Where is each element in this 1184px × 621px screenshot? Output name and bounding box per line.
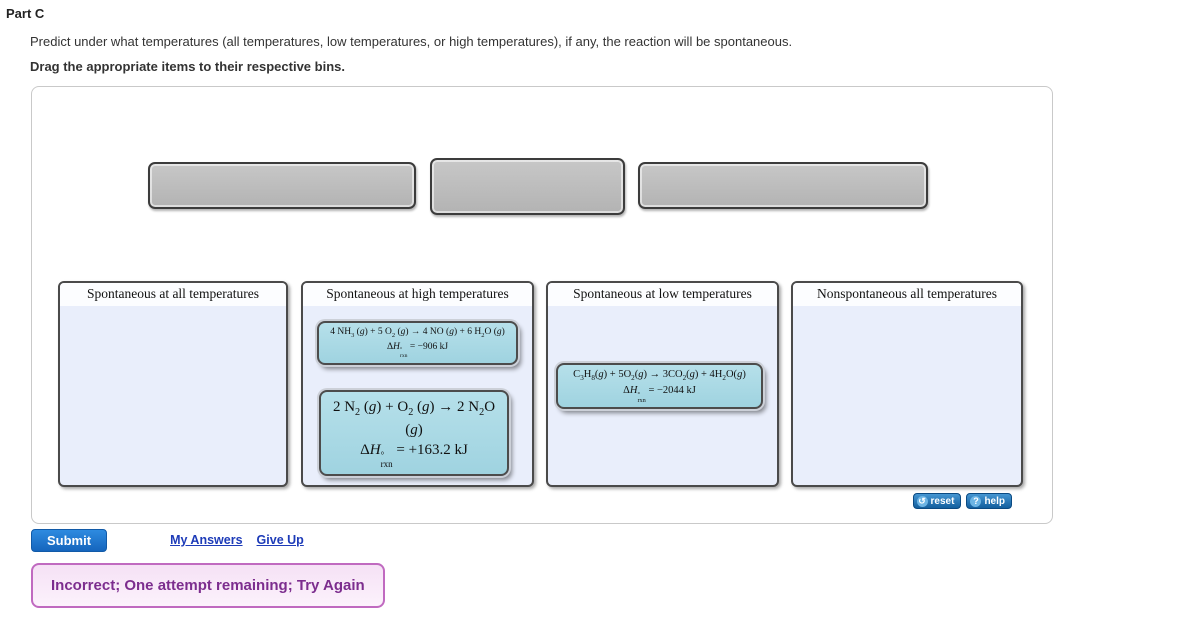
bin-drop-area[interactable]: C3H8(g) + 5O2(g) → 3CO2(g) + 4H2O(g) ΔH°… [548,306,777,485]
bin-label: Spontaneous at low temperatures [548,283,777,306]
bin-spontaneous-all-temperatures[interactable]: Spontaneous at all temperatures [58,281,288,487]
reset-icon: ↺ [916,495,928,507]
bin-spontaneous-low-temperatures[interactable]: Spontaneous at low temperatures C3H8(g) … [546,281,779,487]
my-answers-link[interactable]: My Answers [170,533,243,547]
reset-button[interactable]: ↺ reset [912,493,962,509]
bin-drop-area[interactable] [793,306,1021,485]
drag-item-empty-3[interactable] [638,162,928,209]
bin-nonspontaneous-all-temperatures[interactable]: Nonspontaneous all temperatures [791,281,1023,487]
equation-line: 4 NH3 (g) + 5 O2 (g) → 4 NO (g) + 6 H2O … [330,327,505,339]
drag-item-equation-nh3[interactable]: 4 NH3 (g) + 5 O2 (g) → 4 NO (g) + 6 H2O … [317,321,518,365]
give-up-link[interactable]: Give Up [256,533,304,547]
help-icon: ? [970,495,982,507]
drag-item-empty-1[interactable] [148,162,416,209]
reset-label: reset [930,495,955,507]
drag-item-equation-c3h8[interactable]: C3H8(g) + 5O2(g) → 3CO2(g) + 4H2O(g) ΔH°… [556,363,763,410]
feedback-message: Incorrect; One attempt remaining; Try Ag… [31,563,385,608]
drag-drop-panel: Spontaneous at all temperatures Spontane… [31,86,1053,524]
enthalpy-line: ΔH°rxn = −2044 kJ [623,384,696,404]
panel-controls: ↺ reset ? help [912,493,1012,509]
bin-label: Nonspontaneous all temperatures [793,283,1021,306]
enthalpy-line: ΔH°rxn = −906 kJ [386,341,449,359]
help-label: help [984,495,1005,507]
bin-label: Spontaneous at high temperatures [303,283,532,306]
bin-spontaneous-high-temperatures[interactable]: Spontaneous at high temperatures 4 NH3 (… [301,281,534,487]
equation-line: C3H8(g) + 5O2(g) → 3CO2(g) + 4H2O(g) [573,369,746,383]
bin-label: Spontaneous at all temperatures [60,283,286,306]
bin-drop-area[interactable] [60,306,286,485]
help-button[interactable]: ? help [966,493,1012,509]
drag-item-empty-2[interactable] [430,158,625,215]
equation-line: 2 N2 (g) + O2 (g) → 2 N2O (g) [332,399,496,438]
actions-row: Submit My Answers Give Up [31,528,304,552]
bin-drop-area[interactable]: 4 NH3 (g) + 5 O2 (g) → 4 NO (g) + 6 H2O … [303,306,532,485]
drag-instruction: Drag the appropriate items to their resp… [30,59,345,74]
instruction-text: Predict under what temperatures (all tem… [30,34,793,49]
submit-button[interactable]: Submit [31,528,108,552]
part-title: Part C [6,6,45,21]
drag-item-equation-n2o[interactable]: 2 N2 (g) + O2 (g) → 2 N2O (g) ΔH°rxn = +… [319,390,509,477]
enthalpy-line: ΔH°rxn = +163.2 kJ [360,442,468,470]
